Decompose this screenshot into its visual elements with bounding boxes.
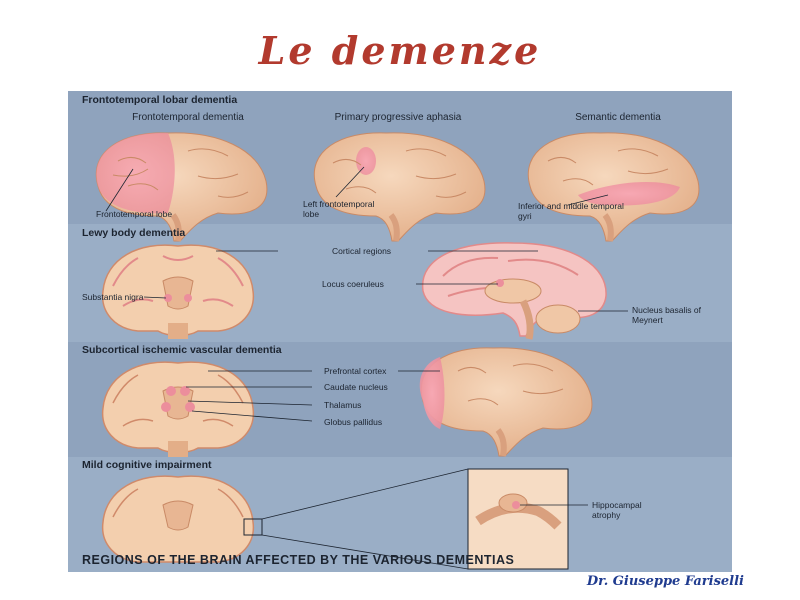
slide-title: Le demenze [258, 28, 542, 73]
section-title-mci: Mild cognitive impairment [82, 459, 212, 471]
sagittal-lewy [416, 242, 628, 340]
label-hippocampal-atrophy: Hippocampal atrophy [592, 500, 642, 520]
label-left-frontotemporal-lobe: Left frontotemporal lobe [303, 199, 375, 219]
section-title-lewy: Lewy body dementia [82, 227, 186, 239]
label-globus-pallidus: Globus pallidus [324, 417, 383, 427]
brain-semantic [527, 132, 700, 242]
figure-caption: REGIONS OF THE BRAIN AFFECTED BY THE VAR… [82, 553, 515, 567]
label-thalamus: Thalamus [324, 400, 362, 410]
brain-frontotemporal [95, 132, 268, 242]
subtitle-semantic: Semantic dementia [575, 112, 661, 123]
label-frontotemporal-lobe: Frontotemporal lobe [96, 209, 173, 219]
brain-aphasia [313, 132, 486, 242]
subtitle-ftd: Frontotemporal dementia [132, 112, 244, 123]
label-locus-coeruleus: Locus coeruleus [322, 279, 384, 289]
label-cortical-regions: Cortical regions [332, 246, 392, 256]
author-signature: Dr. Giuseppe Fariselli [586, 574, 744, 589]
section-title-vascular: Subcortical ischemic vascular dementia [82, 344, 282, 356]
label-substantia-nigra: Substantia nigra [82, 292, 144, 302]
label-caudate-nucleus: Caudate nucleus [324, 382, 388, 392]
brain-illustrations [95, 132, 700, 570]
hippocampus-inset [467, 468, 588, 570]
section-title-frontotemporal: Frontotemporal lobar dementia [82, 94, 238, 106]
label-temporal-gyri: Inferior and middle temporal gyri [518, 201, 624, 221]
label-prefrontal-cortex: Prefrontal cortex [324, 366, 387, 376]
coronal-vascular [101, 361, 313, 457]
brain-vascular-lateral [398, 347, 593, 457]
label-nucleus-basalis: Nucleus basalis of Meynert [632, 305, 701, 325]
subtitle-ppa: Primary progressive aphasia [334, 112, 462, 123]
coronal-lewy [101, 244, 278, 339]
dementia-figure: Frontotemporal lobar dementia Lewy body … [68, 91, 732, 572]
coronal-mci [101, 468, 469, 570]
